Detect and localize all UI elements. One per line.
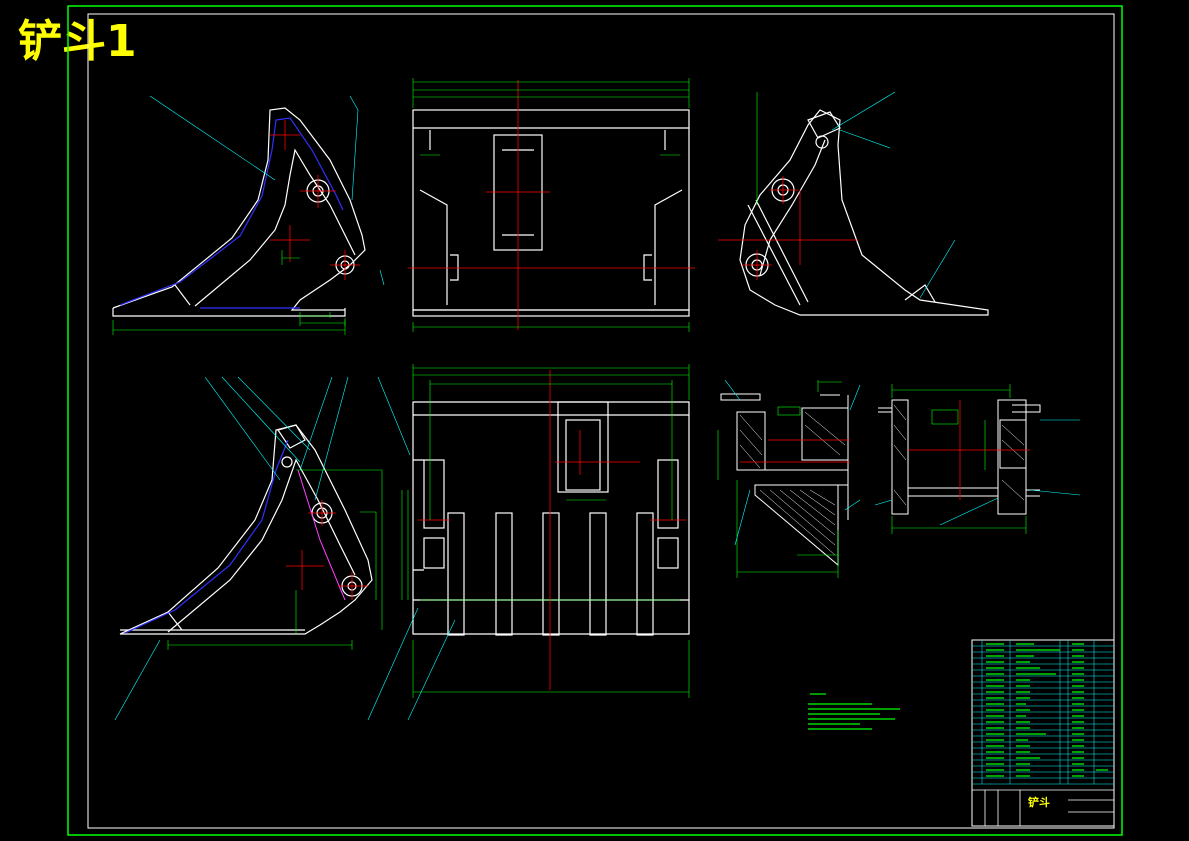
detail-section-b	[717, 379, 861, 578]
technical-notes	[808, 693, 900, 730]
sheet-frame	[67, 5, 1123, 836]
title-block-name: 铲斗	[1028, 795, 1050, 809]
side-view-top	[112, 95, 385, 335]
side-view-bottom	[114, 376, 383, 721]
front-view-bottom	[367, 364, 690, 721]
drawing-title: 铲斗1	[18, 16, 137, 67]
title-block: 铲斗	[971, 639, 1115, 827]
detail-section-c	[874, 384, 1081, 534]
section-a-a-view	[718, 91, 989, 316]
front-view-top	[408, 78, 695, 332]
